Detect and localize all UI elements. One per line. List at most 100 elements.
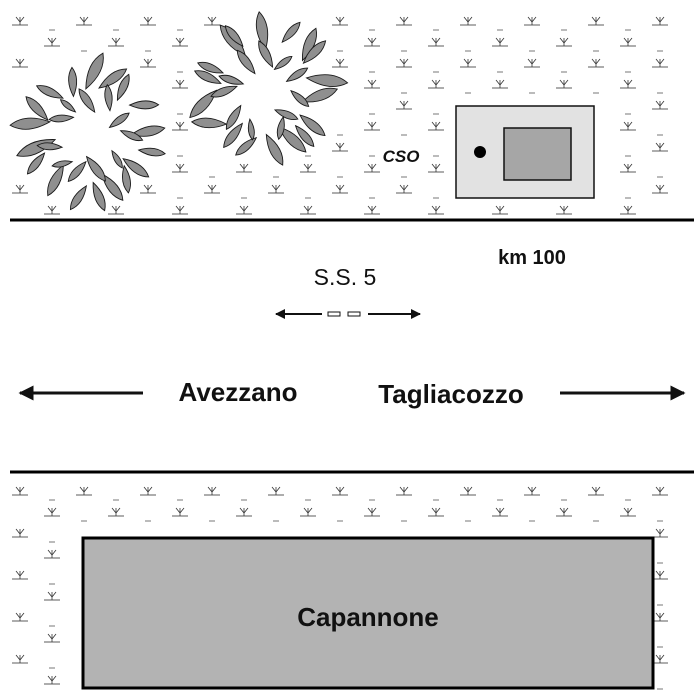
grass-tuft-icon [395, 58, 413, 68]
leaf-shape [128, 100, 160, 110]
grass-tuft-icon [459, 58, 477, 68]
leaf-shape [247, 118, 255, 141]
leaf-shape [59, 99, 77, 113]
grass-tuft-icon [651, 528, 669, 538]
grass-tuft-icon [523, 486, 541, 496]
leaf-shape [210, 85, 238, 98]
dot-marker-icon [474, 146, 486, 158]
grass-tuft-icon [427, 507, 445, 517]
grass-tuft-icon [11, 486, 29, 496]
leaf-shape [92, 181, 106, 212]
grass-tuft-icon [363, 37, 381, 47]
leaf-shape [235, 136, 258, 156]
tagliacozzo-label: Tagliacozzo [378, 379, 523, 409]
leaf-shape [36, 142, 64, 151]
grass-tuft-icon [11, 184, 29, 194]
grass-tuft-icon [587, 58, 605, 68]
leaf-shape [218, 74, 245, 85]
grass-tuft-icon [75, 486, 93, 496]
grass-tuft-icon [363, 121, 381, 131]
grass-tuft-icon [267, 184, 285, 194]
leaf-shape [189, 89, 218, 119]
grass-tuft-icon [11, 570, 29, 580]
grass-tuft-icon [43, 549, 61, 559]
leaf-shape [224, 25, 244, 47]
leaf-shape [122, 164, 131, 194]
grass-tuft-icon [171, 205, 189, 215]
leaf-shape [9, 117, 52, 130]
grass-tuft-icon [619, 507, 637, 517]
double-arrow-icon [275, 309, 421, 319]
grass-tuft-icon [491, 37, 509, 47]
cso-cabin [455, 105, 595, 199]
grass-tuft-icon [555, 37, 573, 47]
grass-tuft-icon [139, 58, 157, 68]
grass-tuft-icon [491, 205, 509, 215]
leaf-shape [68, 66, 78, 98]
grass-tuft-icon [491, 79, 509, 89]
grass-tuft-icon [427, 163, 445, 173]
leaf-shape [98, 68, 128, 89]
grass-tuft-icon [267, 486, 285, 496]
grass-tuft-icon [203, 486, 221, 496]
leaf-shape [104, 83, 113, 112]
avezzano-label: Avezzano [179, 377, 298, 407]
leaf-shape [111, 149, 123, 169]
grass-tuft-icon [651, 486, 669, 496]
leaf-shape [258, 40, 274, 69]
leaf-shape [273, 55, 293, 71]
grass-tuft-icon [651, 100, 669, 110]
grass-tuft-icon [107, 37, 125, 47]
grass-tuft-icon [139, 184, 157, 194]
grass-tuft-icon [523, 16, 541, 26]
leaf-shape [276, 115, 285, 141]
grass-tuft-icon [651, 184, 669, 194]
grass-tuft-icon [171, 121, 189, 131]
leaf-shape [47, 163, 64, 197]
leaf-shape [196, 61, 225, 74]
grass-tuft-icon [299, 205, 317, 215]
grass-tuft-icon [331, 184, 349, 194]
grass-tuft-icon [43, 633, 61, 643]
leaf-shape [122, 158, 150, 178]
grass-tuft-icon [619, 79, 637, 89]
grass-tuft-icon [651, 58, 669, 68]
grass-tuft-icon [555, 79, 573, 89]
leaf-shape [302, 40, 327, 64]
grass-tuft-icon [523, 58, 541, 68]
km-label: km 100 [498, 247, 566, 269]
leaf-shape [78, 88, 96, 114]
cso-cabin-inner [503, 127, 572, 181]
leaf-shape [193, 70, 222, 84]
grass-tuft-icon [235, 205, 253, 215]
grass-tuft-icon [427, 79, 445, 89]
leaf-shape [236, 49, 256, 75]
grass-tuft-icon [459, 486, 477, 496]
grass-tuft-icon [427, 121, 445, 131]
leaf-shape [294, 124, 315, 148]
leaf-shape [305, 74, 349, 88]
leaf-shape [35, 85, 64, 99]
grass-tuft-icon [43, 675, 61, 685]
leaf-shape [69, 184, 87, 211]
leaf-shape [51, 160, 74, 168]
grass-tuft-icon [107, 205, 125, 215]
leaf-shape [108, 112, 130, 129]
grass-tuft-icon [11, 654, 29, 664]
grass-tuft-icon [363, 163, 381, 173]
grass-tuft-icon [363, 205, 381, 215]
leaf-shape [290, 90, 310, 108]
grass-tuft-icon [11, 58, 29, 68]
leaf-shape [190, 117, 228, 129]
grass-tuft-icon [395, 486, 413, 496]
grass-tuft-icon [11, 16, 29, 26]
grass-tuft-icon [11, 612, 29, 622]
grass-tuft-icon [171, 507, 189, 517]
grass-tuft-icon [331, 486, 349, 496]
grass-tuft-icon [43, 205, 61, 215]
leaf-shape [301, 27, 317, 62]
tree-canopy-icon [189, 11, 349, 166]
leaf-shape [281, 21, 301, 44]
tree-canopy-icon [9, 52, 166, 212]
